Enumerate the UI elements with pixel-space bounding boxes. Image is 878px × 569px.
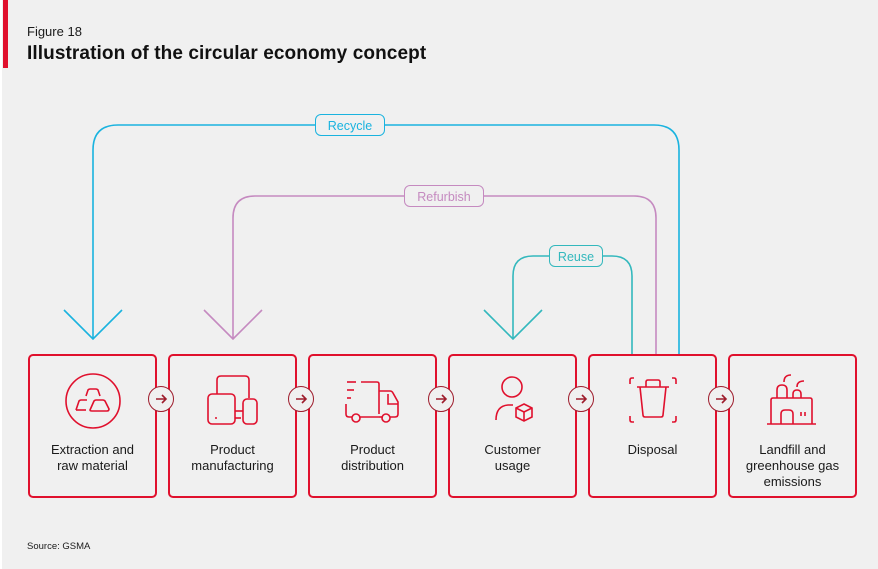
figure-title: Illustration of the circular economy con… xyxy=(27,43,427,64)
step-distribution: Product distribution xyxy=(308,354,437,498)
step-customer-usage: Customer usage xyxy=(448,354,577,498)
arrow-right-icon xyxy=(428,386,454,412)
arrow-right-icon xyxy=(148,386,174,412)
step-manufacturing: Product manufacturing xyxy=(168,354,297,498)
step-landfill-emissions: Landfill and greenhouse gas emissions xyxy=(728,354,857,498)
step-label: Landfill and greenhouse gas emissions xyxy=(745,442,840,489)
reuse-arrowhead-icon xyxy=(483,309,543,341)
refurbish-arrowhead-icon xyxy=(203,309,263,341)
accent-bar xyxy=(3,0,8,68)
refurbish-loop-line xyxy=(232,195,657,354)
trash-bin-icon xyxy=(629,377,677,423)
user-package-icon xyxy=(495,376,533,422)
recycle-tag: Recycle xyxy=(315,114,385,136)
figure-number: Figure 18 xyxy=(27,24,82,39)
refurbish-tag: Refurbish xyxy=(404,185,484,207)
recycle-arrowhead-icon xyxy=(63,309,123,341)
factory-emissions-icon xyxy=(767,374,816,425)
step-extraction: Extraction and raw material xyxy=(28,354,157,498)
step-disposal: Disposal xyxy=(588,354,717,498)
step-label: Disposal xyxy=(627,442,678,457)
arrow-right-icon xyxy=(568,386,594,412)
arrow-right-icon xyxy=(708,386,734,412)
source-note: Source: GSMA xyxy=(27,541,91,552)
step-label: Product manufacturing xyxy=(191,442,274,473)
devices-icon xyxy=(207,375,258,425)
step-label: Extraction and raw material xyxy=(50,442,135,473)
step-label: Customer usage xyxy=(484,442,541,473)
reuse-tag: Reuse xyxy=(549,245,603,267)
reuse-loop-line xyxy=(512,255,633,354)
delivery-truck-icon xyxy=(345,381,399,423)
arrow-right-icon xyxy=(288,386,314,412)
raw-material-icon xyxy=(65,373,121,429)
recycle-loop-line xyxy=(92,124,680,354)
step-label: Product distribution xyxy=(341,442,404,473)
